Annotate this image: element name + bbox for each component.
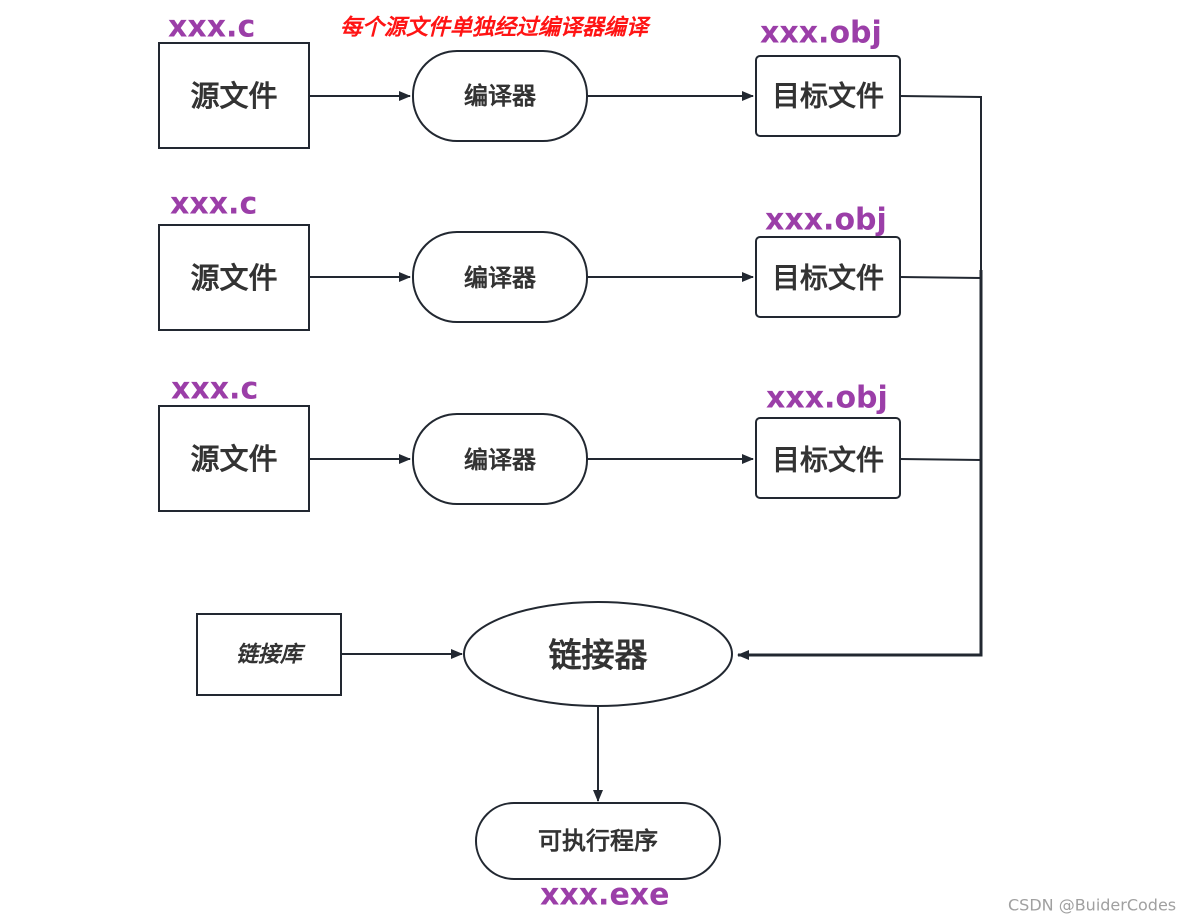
annotation-text: 每个源文件单独经过编译器编译 bbox=[340, 15, 651, 41]
object-file-box-3 bbox=[755, 417, 901, 499]
source-ext-label-3: xxx.c bbox=[171, 372, 258, 407]
object-ext-label-2: xxx.obj bbox=[765, 203, 887, 238]
source-file-box-3 bbox=[158, 405, 310, 512]
source-file-label-3: 源文件 bbox=[190, 442, 277, 476]
executable-box bbox=[475, 802, 721, 880]
compiler-label-1: 编译器 bbox=[464, 82, 537, 110]
executable-label: 可执行程序 bbox=[538, 827, 658, 855]
source-file-label-1: 源文件 bbox=[190, 79, 277, 113]
object-to-linker-connector-3 bbox=[899, 458, 982, 461]
object-file-label-1: 目标文件 bbox=[772, 80, 884, 113]
object-file-label-3: 目标文件 bbox=[772, 444, 884, 477]
executable-ext-label: xxx.exe bbox=[540, 878, 670, 913]
compiler-label-2: 编译器 bbox=[464, 264, 537, 292]
objects-to-linker-arrow bbox=[737, 270, 983, 660]
compiler-label-3: 编译器 bbox=[464, 446, 537, 474]
object-to-linker-connector-1 bbox=[899, 95, 982, 270]
object-ext-label-3: xxx.obj bbox=[766, 381, 888, 416]
source-ext-label-1: xxx.c bbox=[168, 10, 255, 45]
object-ext-label-1: xxx.obj bbox=[760, 16, 882, 51]
watermark-text: CSDN @BuiderCodes bbox=[1008, 896, 1176, 915]
object-to-linker-connector-2 bbox=[899, 276, 982, 279]
library-box bbox=[196, 613, 342, 696]
library-label: 链接库 bbox=[236, 642, 306, 668]
source-ext-label-2: xxx.c bbox=[170, 187, 257, 222]
source-file-label-2: 源文件 bbox=[190, 261, 277, 295]
source-file-box-2 bbox=[158, 224, 310, 331]
object-file-label-2: 目标文件 bbox=[772, 262, 884, 295]
linker-label: 链接器 bbox=[549, 636, 649, 675]
source-file-box-1 bbox=[158, 42, 310, 149]
